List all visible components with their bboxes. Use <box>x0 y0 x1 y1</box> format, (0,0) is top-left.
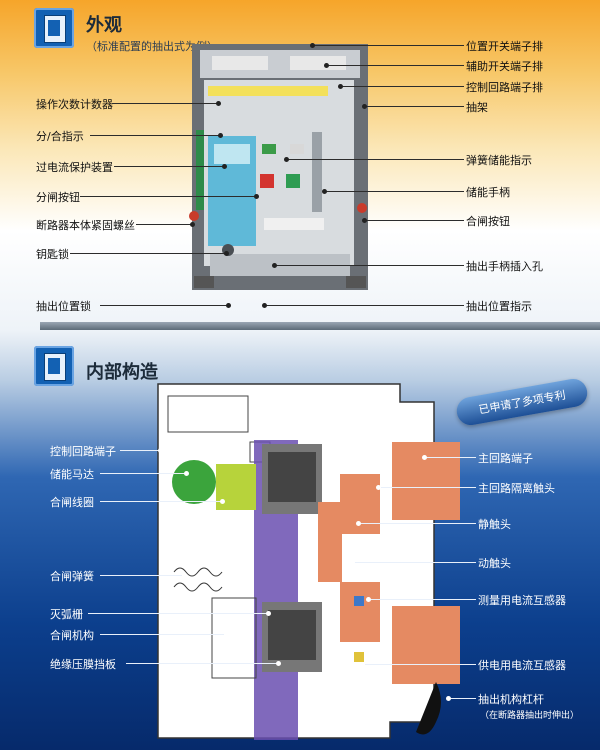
label-overcurrent-protection: 过电流保护装置 <box>36 161 113 174</box>
label-withdraw-lever-note: （在断路器抽出时伸出） <box>480 711 580 721</box>
label-control-terminal: 控制回路端子 <box>50 445 116 458</box>
label-power-ct: 供电用电流互感器 <box>478 659 566 672</box>
label-insulation-barrier: 绝缘压膜挡板 <box>50 658 116 671</box>
label-measuring-ct: 测量用电流互感器 <box>478 594 566 607</box>
label-auxiliary-switch-terminal: 辅助开关端子排 <box>466 60 543 73</box>
section-divider <box>40 322 600 330</box>
label-closing-coil: 合闸线圈 <box>50 496 94 509</box>
breaker-cutaway-illustration <box>157 383 460 740</box>
label-withdraw-position-lock: 抽出位置锁 <box>36 300 91 313</box>
label-main-terminal: 主回路端子 <box>478 452 533 465</box>
section1-subtitle: （标准配置的抽出式为例） <box>86 40 218 53</box>
label-open-button: 分闸按钮 <box>36 191 80 204</box>
label-position-switch-terminal: 位置开关端子排 <box>466 40 543 53</box>
label-key-lock: 钥匙锁 <box>36 248 69 261</box>
breaker-exterior-illustration <box>189 44 368 290</box>
label-isolating-contact: 主回路隔离触头 <box>478 482 555 495</box>
label-arc-chute: 灭弧栅 <box>50 608 83 621</box>
label-withdraw-position-indicator: 抽出位置指示 <box>466 300 532 313</box>
label-moving-contact: 动触头 <box>478 557 511 570</box>
label-operation-counter: 操作次数计数器 <box>36 98 113 111</box>
label-charging-handle: 储能手柄 <box>466 186 510 199</box>
section1-title: 外观 <box>86 15 122 36</box>
label-close-button: 合闸按钮 <box>466 215 510 228</box>
label-handle-insertion-hole: 抽出手柄插入孔 <box>466 260 543 273</box>
label-control-circuit-terminal: 控制回路端子排 <box>466 81 543 94</box>
label-closing-mechanism: 合闸机构 <box>50 629 94 642</box>
label-drawout-frame: 抽架 <box>466 101 488 114</box>
label-charging-motor: 储能马达 <box>50 468 94 481</box>
label-closing-spring: 合闸弹簧 <box>50 570 94 583</box>
breaker-icon <box>34 8 74 48</box>
label-body-fixing-screw: 断路器本体紧固螺丝 <box>36 219 135 232</box>
structure-icon <box>34 346 74 386</box>
label-withdraw-lever: 抽出机构杠杆 <box>478 693 544 706</box>
label-fixed-contact: 静触头 <box>478 518 511 531</box>
label-open-close-indicator: 分/合指示 <box>36 130 84 143</box>
section2-title: 内部构造 <box>86 362 158 383</box>
label-spring-charge-indicator: 弹簧储能指示 <box>466 154 532 167</box>
